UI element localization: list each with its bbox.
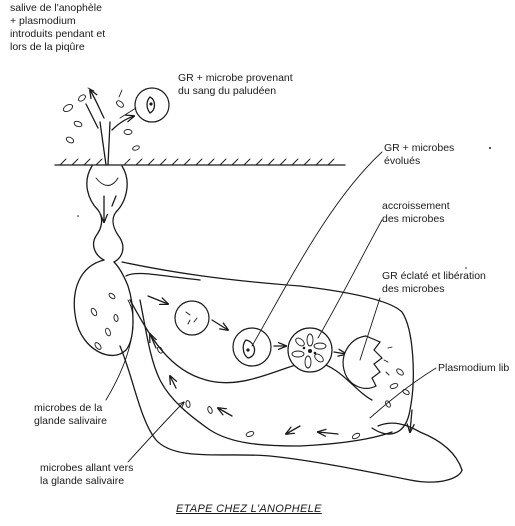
label-leaders	[105, 107, 437, 463]
burst-cell	[342, 335, 393, 389]
schizont-cell	[287, 327, 346, 373]
saliva-particles	[62, 87, 140, 151]
microbes-to-gland-label: microbes allant vers la glande salivaire	[40, 462, 134, 487]
burst-cell-label: GR éclaté et libération des microbes	[382, 270, 486, 295]
noise-specks	[77, 147, 491, 269]
evolved-microbe-cell	[232, 327, 286, 367]
microbe-growth-label: accroissement des microbes	[382, 200, 450, 225]
blood-cell-label: GR + microbe provenant du sang du paludé…	[178, 72, 293, 97]
proboscis	[85, 90, 134, 166]
free-plasmodium	[157, 346, 410, 440]
diagram-caption: ETAPE CHEZ L'ANOPHELE	[176, 503, 322, 515]
skin-surface	[54, 158, 346, 166]
gland-microbes	[90, 292, 119, 350]
free-plasmodium-label: Plasmodium lib	[438, 362, 510, 374]
evolved-microbes-label: GR + microbes évolués	[384, 142, 455, 167]
gland-microbes-label: microbes de la glande salivaire	[34, 402, 107, 427]
infected-blood-cell	[134, 87, 170, 123]
saliva-label: salive de l'anophèle + plasmodium introd…	[10, 2, 106, 53]
blood-cell-stage1	[147, 295, 228, 336]
return-arrows	[150, 334, 412, 434]
